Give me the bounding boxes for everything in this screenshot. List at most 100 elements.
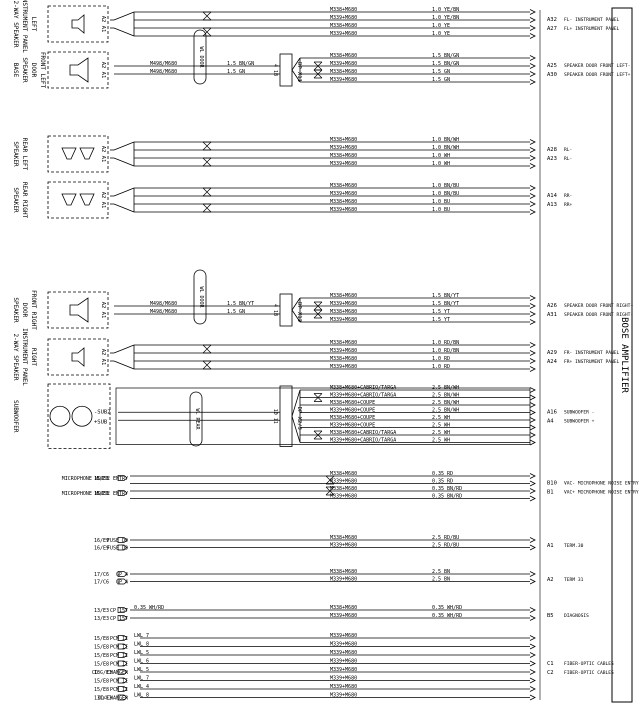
wire-spec: 1.0 BN/BU: [432, 183, 459, 189]
connector-label: DP X12: [296, 302, 302, 322]
input-label: MICROPHONE NOISE ENTRY: [62, 476, 128, 482]
subwoofer-harness-frame: [115, 387, 531, 445]
wire-code: M498/M680: [150, 309, 177, 315]
splice-icon: [202, 187, 212, 197]
input-label: MICROPHONE NOISE ENTRY: [62, 491, 128, 497]
wire-arrow: [529, 358, 536, 364]
wire-spec: 2.5 WH: [432, 437, 450, 443]
amplifier-pin: A24: [547, 359, 558, 365]
component-label: BASE: [12, 63, 19, 78]
component-label: FRONT LEFT: [39, 52, 46, 89]
amplifier-pin-label: FL- INSTRUMENT PANEL: [564, 17, 620, 23]
splice-icon: [313, 430, 323, 440]
input-ref: 13/E3: [94, 616, 109, 622]
wire-code: M339+M680: [330, 31, 357, 37]
wire-arrow: [529, 63, 536, 69]
wire-arrow: [529, 209, 536, 215]
wire-code: M339+M680: [330, 77, 357, 83]
wire-arrow: [529, 193, 536, 199]
component-box: [47, 5, 109, 43]
amplifier-pin-label: SPEAKER DOOR FRONT RIGHT-: [564, 312, 633, 318]
wire-arrow: [529, 677, 536, 684]
wire-arrow: [529, 55, 536, 61]
wire-code: M339+M680+CABRIO/TARGA: [330, 437, 396, 443]
wire-code: M338+M680: [330, 605, 357, 611]
wire-code: M338+M680: [330, 137, 357, 143]
connector-plug-icon: [117, 537, 128, 543]
wire-arrow: [529, 544, 536, 551]
wire-spec: 1.5 GN: [227, 309, 245, 315]
input-ref: 13C/E3: [94, 696, 112, 702]
amplifier-pin-label: TERM 31: [564, 577, 584, 583]
wire-arrow: [529, 571, 536, 577]
wire-spec: 1.0 YE: [432, 31, 450, 37]
connector-label: DP X11: [296, 62, 302, 82]
speaker-icon: [61, 193, 77, 206]
wire-spec: LWL 7: [134, 633, 149, 639]
input-ref: 17/C6: [94, 572, 109, 578]
input-ref: 17/C6: [94, 580, 109, 586]
wire-arrow: [529, 417, 536, 423]
wire-code: M338+M680: [330, 53, 357, 59]
wire-code: M339+M680: [330, 675, 357, 681]
speaker-icon: [61, 147, 77, 160]
wire-spec: 1.5 BN/GN: [227, 61, 254, 67]
wire-spec: 1.0 RD/BN: [432, 340, 459, 346]
component-label: SPEAKER: [21, 57, 28, 83]
wire-spec: 1.0 BN/WH: [432, 137, 459, 143]
amplifier-pin: A31: [547, 312, 557, 318]
splice-icon: [325, 475, 335, 485]
input-label: GP 4: [116, 580, 128, 586]
wire-arrow: [529, 473, 536, 479]
amplifier-pin-label: FR+ INSTRUMENT PANEL: [564, 359, 620, 365]
input-label: GP 4: [116, 572, 128, 578]
wire-arrow: [529, 615, 536, 621]
amplifier-pin: A28: [547, 147, 557, 153]
wire-code: M339+M680: [330, 633, 357, 639]
wire-branch: [291, 416, 301, 443]
input-ref: 15/E5: [94, 476, 109, 482]
wire-spec: 2.5 WH: [432, 415, 450, 421]
connector-plug-icon: [117, 669, 128, 675]
input-label: PCM II: [110, 662, 128, 668]
component-pin: A2 A1: [100, 146, 106, 163]
wire-spec: 1.0 RD: [432, 356, 450, 362]
wire-arrow: [529, 694, 536, 701]
wire-code: M339+M680: [330, 576, 357, 582]
wire-code: M339+M680+CABRIO/TARGA: [330, 392, 396, 398]
amplifier-pin-label: SUBWOOFER +: [564, 418, 595, 424]
amplifier-pin-label: SPEAKER DOOR FRONT LEFT-: [564, 63, 630, 69]
wire-code: M339+M680: [330, 364, 357, 370]
splice-icon: [202, 11, 212, 21]
wire-spec: 1.5 BN/YT: [432, 293, 459, 299]
wire-branch: [291, 69, 301, 83]
wire-arrow: [529, 686, 536, 692]
wire-arrow: [529, 311, 536, 317]
speaker-icon: [71, 347, 85, 367]
wire-code: M339+M680: [330, 145, 357, 151]
amplifier-pin-label: FL+ INSTRUMENT PANEL: [564, 26, 620, 32]
input-label: FUSE D9: [107, 546, 128, 552]
wire-code: M338+M680: [330, 23, 357, 29]
wire-arrow: [529, 342, 536, 348]
amplifier-pin-label: VAC+ MICROPHONE NOISE ENTRY: [564, 489, 639, 495]
connector-pins: 4 1B: [272, 64, 278, 76]
input-label: PCM II: [110, 636, 128, 642]
wire-arrow: [529, 488, 536, 494]
component-pin: +SUB: [94, 419, 108, 425]
component-label: SUBWOOFER: [12, 400, 19, 433]
input-ref: 15/E8: [94, 662, 109, 668]
wire-branch: [113, 187, 135, 197]
amplifier-pin-label: SPEAKER DOOR FRONT LEFT+: [564, 72, 631, 78]
input-label: PCM II: [110, 679, 128, 685]
wire-spec: LWL 6: [134, 658, 149, 664]
connector-plug-icon: [117, 652, 128, 658]
wire-code: M338+M680+COUPE: [330, 415, 375, 421]
wire-arrow: [529, 17, 536, 23]
connector-box: [279, 53, 293, 87]
harness-oval: [193, 29, 207, 85]
input-label: CP 15T: [110, 616, 128, 622]
amplifier-pin: A26: [547, 303, 557, 309]
wire-spec: 2.5 BN/WH: [432, 407, 459, 413]
